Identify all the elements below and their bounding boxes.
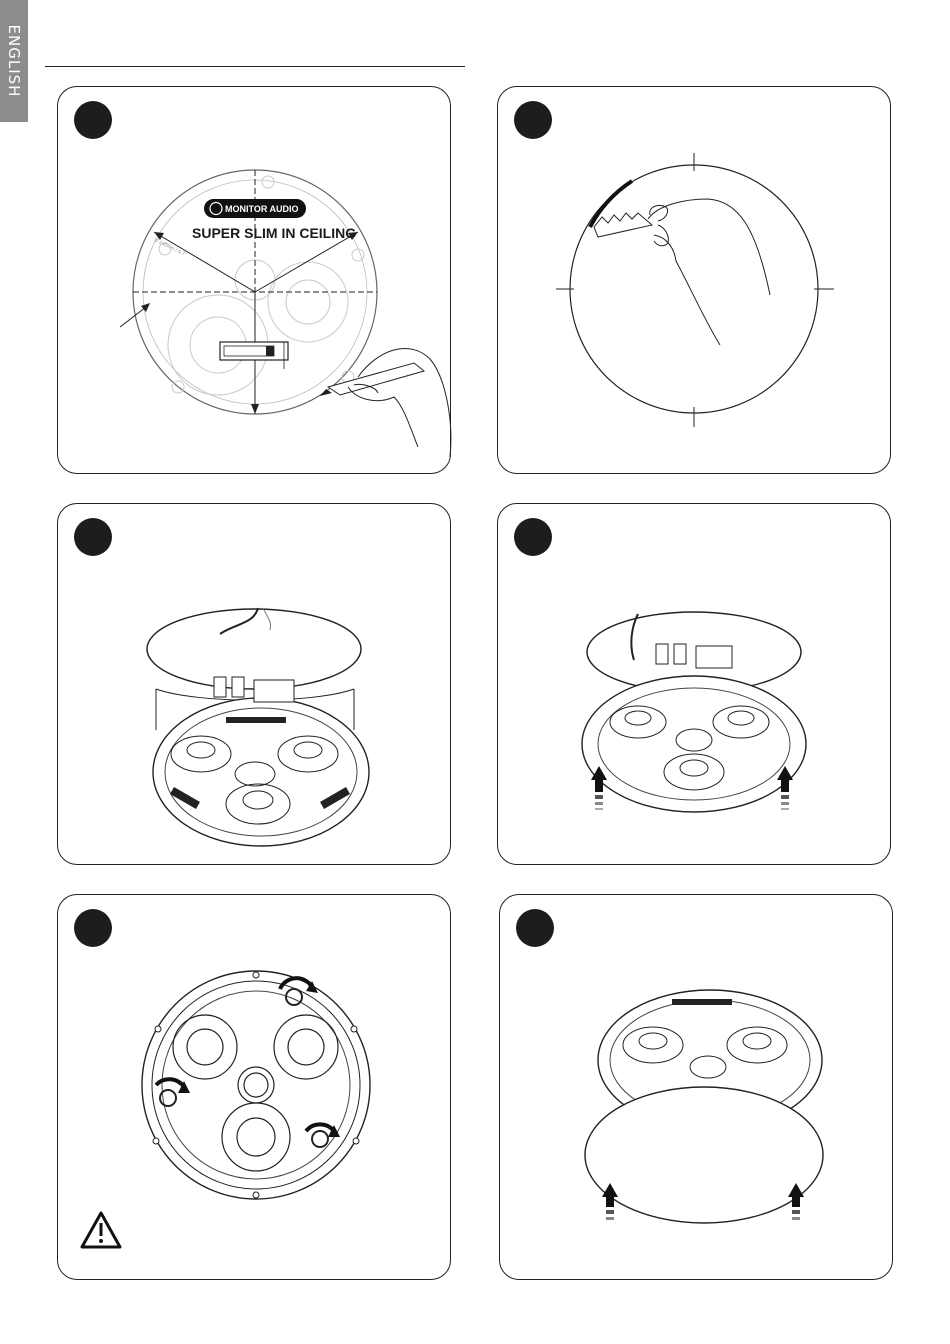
logo-text: MONITOR AUDIO	[225, 204, 299, 214]
step-badge-5	[74, 909, 112, 947]
step-badge-1	[74, 101, 112, 139]
panel-cut-hole	[497, 86, 891, 474]
product-label: SUPER SLIM IN CEILING	[192, 225, 356, 241]
language-label: ENGLISH	[5, 25, 23, 98]
panel-insert-speaker	[57, 503, 451, 865]
fit-grille-drawing	[500, 895, 894, 1281]
step-badge-3	[74, 518, 112, 556]
panel-mark-cutout: Ø 246mm / 9.7" MONITOR AUDIO SUPER SLIM …	[57, 86, 451, 474]
tighten-clamps-drawing	[58, 895, 452, 1281]
cut-hole-drawing	[498, 87, 892, 475]
panel-push-into-ceiling	[497, 503, 891, 865]
push-speaker-drawing	[498, 504, 892, 866]
language-tab: ENGLISH	[0, 0, 28, 122]
step-badge-2	[514, 101, 552, 139]
panel-tighten-clamps	[57, 894, 451, 1280]
step-badge-6	[516, 909, 554, 947]
insert-speaker-drawing	[58, 504, 452, 866]
warning-icon	[82, 1213, 120, 1247]
svg-text:Ø 246mm / 9.7": Ø 246mm / 9.7"	[153, 237, 187, 258]
panel-fit-grille	[499, 894, 893, 1280]
step-badge-4	[514, 518, 552, 556]
template-drawing: Ø 246mm / 9.7" MONITOR AUDIO SUPER SLIM …	[58, 87, 452, 475]
header-rule	[45, 66, 465, 67]
